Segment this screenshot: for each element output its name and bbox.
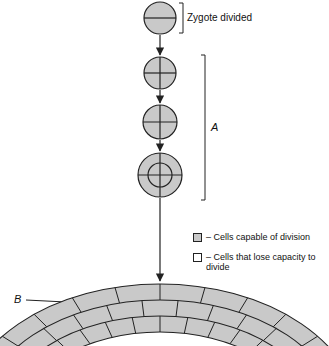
stage-label: Zygote divided xyxy=(187,12,252,23)
cell-wall xyxy=(237,315,247,329)
cell-wall xyxy=(107,305,113,320)
brackets xyxy=(26,3,205,302)
legend-row: – Cells that lose capacity to divide xyxy=(193,252,324,273)
cell-wall xyxy=(132,318,135,334)
cell-wall xyxy=(160,284,161,300)
cell-wall xyxy=(142,301,144,317)
legend-row: – Cells capable of division xyxy=(193,232,324,242)
cell-wall xyxy=(80,330,90,344)
cell-wall xyxy=(44,328,57,340)
cell-wall xyxy=(72,298,81,312)
zygote-circle xyxy=(144,2,176,34)
cell-wall xyxy=(208,322,215,337)
stage-arrows xyxy=(159,35,160,281)
octant-circle xyxy=(138,153,182,197)
legend-swatch xyxy=(193,233,202,242)
legend-text: – Cells that lose capacity to divide xyxy=(206,252,324,273)
cell-wall xyxy=(2,336,18,346)
cell-layer xyxy=(0,316,320,346)
cell-wall xyxy=(207,305,213,320)
cell-wall xyxy=(230,330,240,344)
cell-wall xyxy=(160,316,161,332)
cell-stages xyxy=(138,2,182,197)
four-cell-circle xyxy=(143,105,177,139)
cell-wall xyxy=(176,301,178,317)
cell-wall xyxy=(250,340,263,346)
meristem-dome xyxy=(0,284,329,346)
bracket-letter: A xyxy=(211,121,218,133)
cell-wall xyxy=(239,298,248,312)
cell-wall xyxy=(302,336,318,346)
cell-wall xyxy=(263,328,276,340)
cell-wall xyxy=(57,340,70,346)
legend-text: – Cells capable of division xyxy=(206,232,324,242)
cell-wall xyxy=(200,287,204,303)
cell-layer xyxy=(0,284,329,346)
two-cell-circle xyxy=(144,57,176,89)
cell-wall xyxy=(73,315,83,329)
cell-wall xyxy=(184,318,187,334)
cell-layer xyxy=(0,300,329,346)
cell-wall xyxy=(34,314,47,326)
cell-wall xyxy=(115,287,119,303)
legend-swatch xyxy=(193,253,202,262)
cell-wall xyxy=(105,322,112,337)
cell-layer xyxy=(20,332,300,346)
callout-letter: B xyxy=(14,293,21,305)
cell-wall xyxy=(273,314,286,326)
